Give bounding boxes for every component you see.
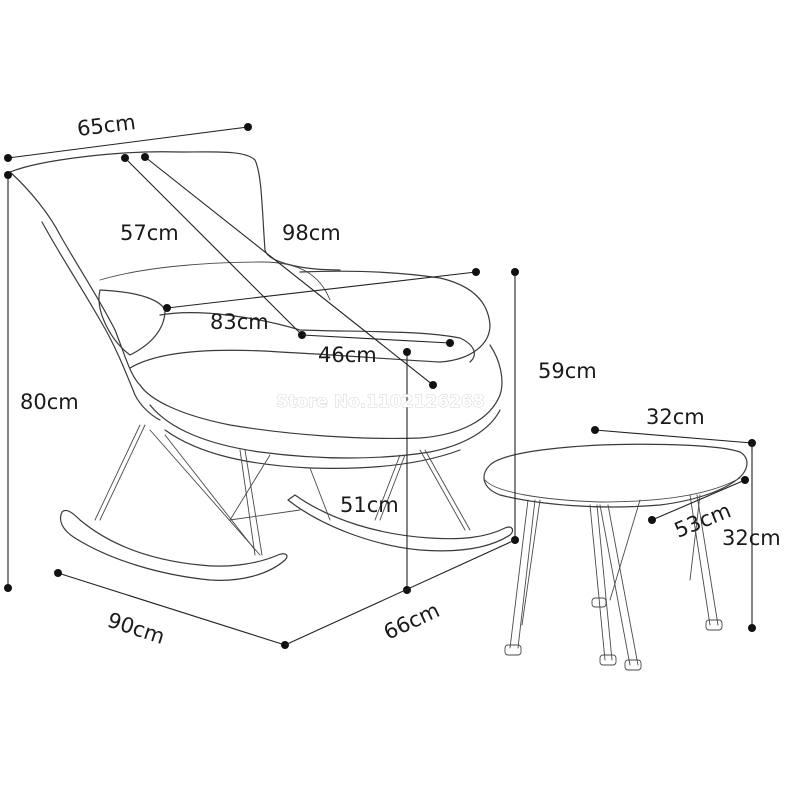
dimension-labels: 65cm 57cm 98cm 83cm 46cm 80cm 59cm 51cm … (20, 110, 781, 649)
label-chair-width: 65cm (76, 110, 137, 141)
dim-stool-depth (648, 476, 749, 524)
label-stool-width: 32cm (646, 405, 705, 429)
dim-seat-width (163, 268, 480, 312)
label-rocker-length: 90cm (104, 608, 167, 649)
dim-stool-height (748, 443, 756, 632)
label-total-height: 80cm (20, 390, 79, 414)
dimension-lines (4, 123, 756, 649)
chair-seat-bowl-lower (149, 404, 501, 459)
label-seat-depth: 57cm (120, 221, 179, 245)
label-seat-width: 83cm (210, 310, 269, 334)
ottoman-seat-edge (484, 477, 741, 503)
chair-seat-bowl-front (139, 344, 503, 440)
dim-total-height (4, 171, 12, 592)
chair-seat-cushion (159, 312, 475, 363)
ottoman-drawing (483, 443, 748, 671)
label-cushion-depth: 46cm (318, 343, 377, 367)
chair-back-seam-2 (261, 261, 331, 301)
label-base-width: 66cm (380, 598, 443, 645)
label-seat-height: 51cm (340, 493, 399, 517)
chair-back-cushion (98, 289, 166, 356)
chair-back-seam (99, 261, 263, 281)
dim-cushion-depth (301, 334, 454, 347)
dim-armrest-height (511, 268, 519, 544)
chair-left-wing (9, 171, 141, 386)
store-watermark: Store No.1102126268 (276, 392, 485, 412)
label-back-height: 98cm (282, 221, 341, 245)
dim-chair-width (4, 123, 252, 162)
chair-seat-bowl-top (129, 270, 491, 369)
label-armrest-height: 59cm (538, 359, 597, 383)
dim-back-height (141, 153, 437, 389)
chair-frame (94, 424, 471, 556)
ottoman-seat-top (483, 443, 748, 508)
dim-base-width (284, 539, 516, 646)
chair-left-rocker (59, 509, 288, 581)
dim-rocker-length (54, 569, 289, 649)
ottoman-legs (509, 494, 719, 666)
label-stool-height: 32cm (722, 526, 781, 550)
dim-seat-height (403, 348, 411, 594)
chair-left-wing-inner (41, 221, 161, 421)
dim-stool-width (591, 426, 756, 447)
rocking-chair-drawing (9, 151, 514, 581)
ottoman-feet (504, 597, 723, 671)
chair-right-rocker (287, 494, 514, 552)
